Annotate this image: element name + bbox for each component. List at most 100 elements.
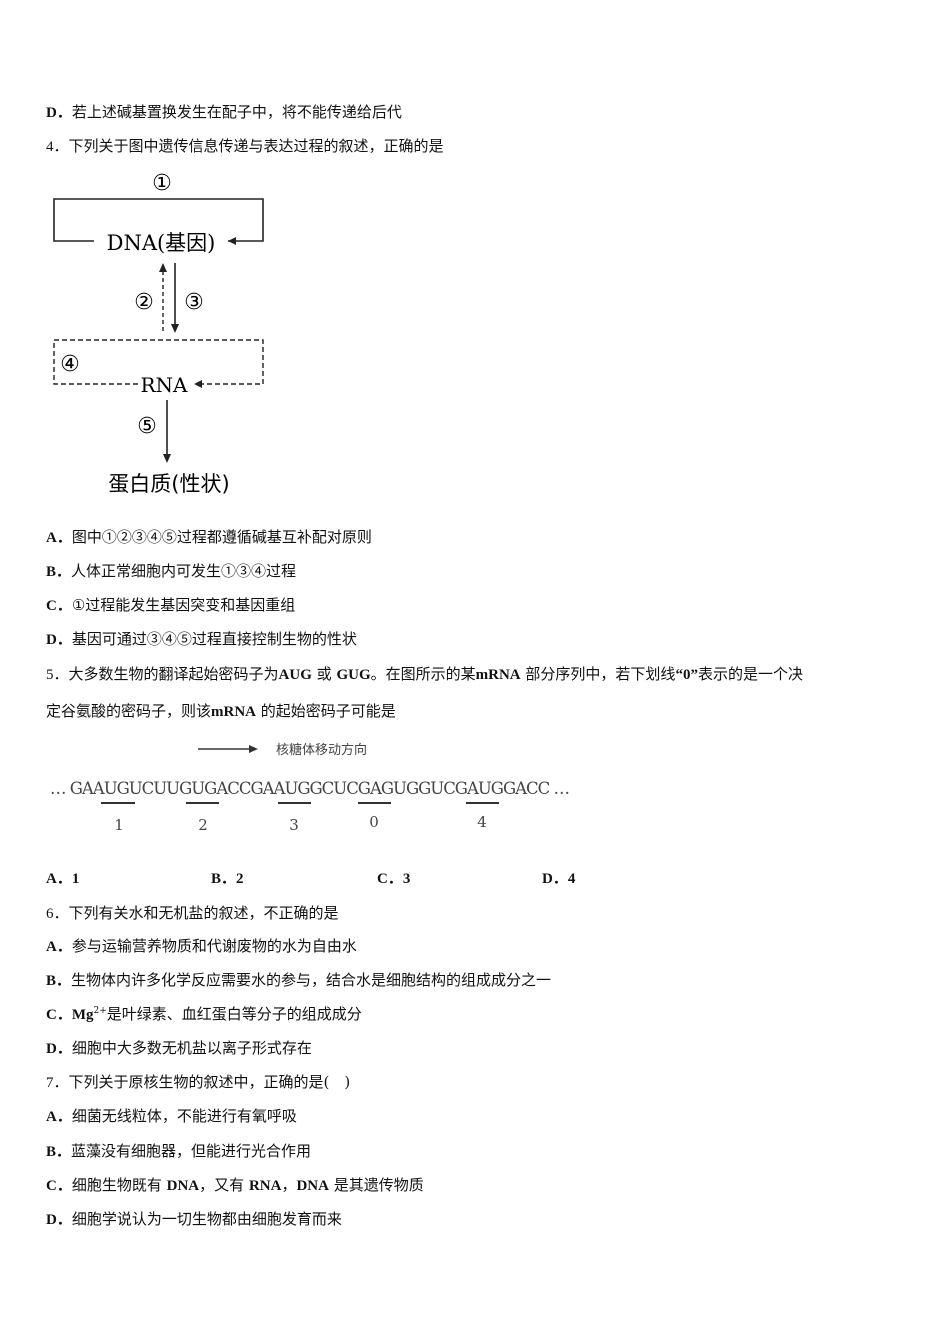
option-value: 2 [236, 871, 244, 887]
codon-label: 1 [114, 816, 124, 834]
term: RNA [248, 1178, 282, 1194]
q7-option-c: C．细胞生物既有 DNA，又有 RNA，DNA 是其遗传物质 [46, 1175, 424, 1196]
q7-option-a: A．细菌无线粒体，不能进行有氧呼吸 [46, 1106, 297, 1127]
option-label: A． [46, 871, 72, 887]
option-text: 图中①②③④⑤过程都遵循碱基互补配对原则 [71, 528, 372, 546]
protein-node: 蛋白质(性状) [108, 472, 229, 496]
codon-label: 3 [289, 816, 299, 834]
codon: GUG [336, 667, 371, 683]
term: DNA [166, 1178, 200, 1194]
q7-option-b: B．蓝藻没有细胞器，但能进行光合作用 [46, 1141, 311, 1162]
option-text: 生物体内许多化学反应需要水的参与，结合水是细胞结构的组成成分之一 [71, 971, 552, 989]
codon-label: 2 [198, 816, 208, 834]
option-text: 参与运输营养物质和代谢废物的水为自由水 [71, 937, 357, 955]
option-text: ①过程能发生基因突变和基因重组 [71, 596, 296, 614]
quoted-zero: “0” [675, 667, 698, 683]
option-label: B． [46, 973, 72, 989]
option-text: 是叶绿素、血红蛋白等分子的组成成分 [106, 1005, 362, 1023]
option-label: B． [46, 564, 72, 580]
question-number: 4． [46, 139, 69, 155]
option-text: 蓝藻没有细胞器，但能进行光合作用 [71, 1142, 312, 1160]
option-text: 细菌无线粒体，不能进行有氧呼吸 [71, 1107, 297, 1125]
arrow-head [249, 745, 258, 753]
option-label: D． [46, 1041, 72, 1057]
option-label: C． [46, 598, 72, 614]
arrow-head [159, 263, 167, 272]
q5-option-d: D．4 [542, 868, 575, 889]
stem-text: 部分序列中，若下划线 [525, 665, 676, 683]
q4-option-a: A．图中①②③④⑤过程都遵循碱基互补配对原则 [46, 527, 372, 548]
question-5-stem-line2: 定谷氨酸的密码子，则该mRNA 的起始密码子可能是 [46, 701, 396, 722]
question-number: 7． [46, 1075, 69, 1091]
option-text: ， [281, 1176, 297, 1194]
option-value: 4 [567, 871, 576, 887]
step-1-label: ① [152, 171, 172, 196]
q5-option-c: C．3 [377, 868, 410, 889]
stem-text: 表示的是一个决 [697, 665, 803, 683]
question-text: 下列关于图中遗传信息传递与表达过程的叙述，正确的是 [68, 137, 444, 155]
question-6-stem: 6．下列有关水和无机盐的叙述，不正确的是 [46, 903, 339, 924]
step-3-label: ③ [184, 290, 204, 315]
question-number: 5． [46, 667, 69, 683]
rna-node: RNA [140, 373, 188, 397]
stem-text: 。在图所示的某 [370, 665, 476, 683]
dna-node: DNA(基因) [107, 231, 216, 255]
option-text: 细胞学说认为一切生物都由细胞发育而来 [71, 1210, 342, 1228]
option-value: 1 [71, 871, 80, 887]
option-text: 细胞生物既有 [71, 1176, 162, 1194]
option-label: C． [377, 871, 403, 887]
stem-text: 或 [316, 665, 332, 683]
q4-option-c: C．①过程能发生基因突变和基因重组 [46, 595, 295, 616]
option-label: D． [46, 105, 72, 121]
option-label: A． [46, 1109, 72, 1125]
q5-option-b: B．2 [211, 868, 244, 889]
q6-option-d: D．细胞中大多数无机盐以离子形式存在 [46, 1038, 312, 1059]
ion-symbol: Mg [71, 1007, 94, 1023]
arrow-head [171, 324, 179, 333]
codon-label: 0 [369, 813, 379, 831]
codon: AUG [278, 667, 312, 683]
codon-label: 4 [477, 813, 487, 831]
q6-option-b: B．生物体内许多化学反应需要水的参与，结合水是细胞结构的组成成分之一 [46, 970, 551, 991]
option-label: C． [46, 1178, 72, 1194]
option-value: 3 [402, 871, 411, 887]
option-label: C． [46, 1007, 72, 1023]
arrow-head [194, 380, 202, 388]
q3-option-d: D．若上述碱基置换发生在配子中，将不能传递给后代 [46, 102, 402, 123]
question-text: 下列有关水和无机盐的叙述，不正确的是 [68, 904, 339, 922]
arrow-head [163, 454, 171, 463]
question-text: 下列关于原核生物的叙述中，正确的是( ) [68, 1073, 351, 1091]
option-label: B． [211, 871, 237, 887]
option-label: D． [46, 632, 72, 648]
question-7-stem: 7．下列关于原核生物的叙述中，正确的是( ) [46, 1072, 350, 1093]
q6-option-c: C．Mg2+是叶绿素、血红蛋白等分子的组成成分 [46, 1004, 362, 1025]
q4-option-b: B．人体正常细胞内可发生①③④过程 [46, 561, 296, 582]
mrna-sequence: … GAAUGUCUUGUGACCGAAUGGCUCGAGUGGUCGAUGGA… [50, 779, 570, 798]
mrna-sequence-diagram: 核糖体移动方向 … GAAUGUCUUGUGACCGAAUGGCUCGAGUGG… [50, 742, 570, 834]
arrow-head [228, 237, 236, 245]
option-label: A． [46, 530, 72, 546]
term: DNA [296, 1178, 329, 1194]
stem-text: 定谷氨酸的密码子，则该 [46, 702, 212, 720]
option-text: 人体正常细胞内可发生①③④过程 [71, 562, 297, 580]
q7-option-d: D．细胞学说认为一切生物都由细胞发育而来 [46, 1209, 342, 1230]
option-label: D． [542, 871, 568, 887]
step-5-label: ⑤ [137, 414, 157, 439]
q6-option-a: A．参与运输营养物质和代谢废物的水为自由水 [46, 936, 357, 957]
option-text: 若上述碱基置换发生在配子中，将不能传递给后代 [71, 103, 402, 121]
direction-label: 核糖体移动方向 [276, 742, 367, 758]
option-label: A． [46, 939, 72, 955]
q4-option-d: D．基因可通过③④⑤过程直接控制生物的性状 [46, 629, 357, 650]
question-5-stem-line1: 5．大多数生物的翻译起始密码子为AUG 或 GUG。在图所示的某mRNA 部分序… [46, 664, 803, 685]
option-text: 细胞中大多数无机盐以离子形式存在 [71, 1039, 312, 1057]
stem-text: 的起始密码子可能是 [260, 702, 396, 720]
step-2-label: ② [134, 290, 154, 315]
question-4-stem: 4．下列关于图中遗传信息传递与表达过程的叙述，正确的是 [46, 136, 444, 157]
q5-option-a: A．1 [46, 868, 79, 889]
term: mRNA [211, 704, 257, 720]
option-text: 基因可通过③④⑤过程直接控制生物的性状 [71, 630, 357, 648]
gene-expression-diagram: ① DNA(基因) ② ③ ④ RNA ⑤ 蛋白质(性状) [53, 171, 264, 496]
option-label: D． [46, 1212, 72, 1228]
option-text: 是其遗传物质 [333, 1176, 424, 1194]
stem-text: 大多数生物的翻译起始密码子为 [68, 665, 279, 683]
